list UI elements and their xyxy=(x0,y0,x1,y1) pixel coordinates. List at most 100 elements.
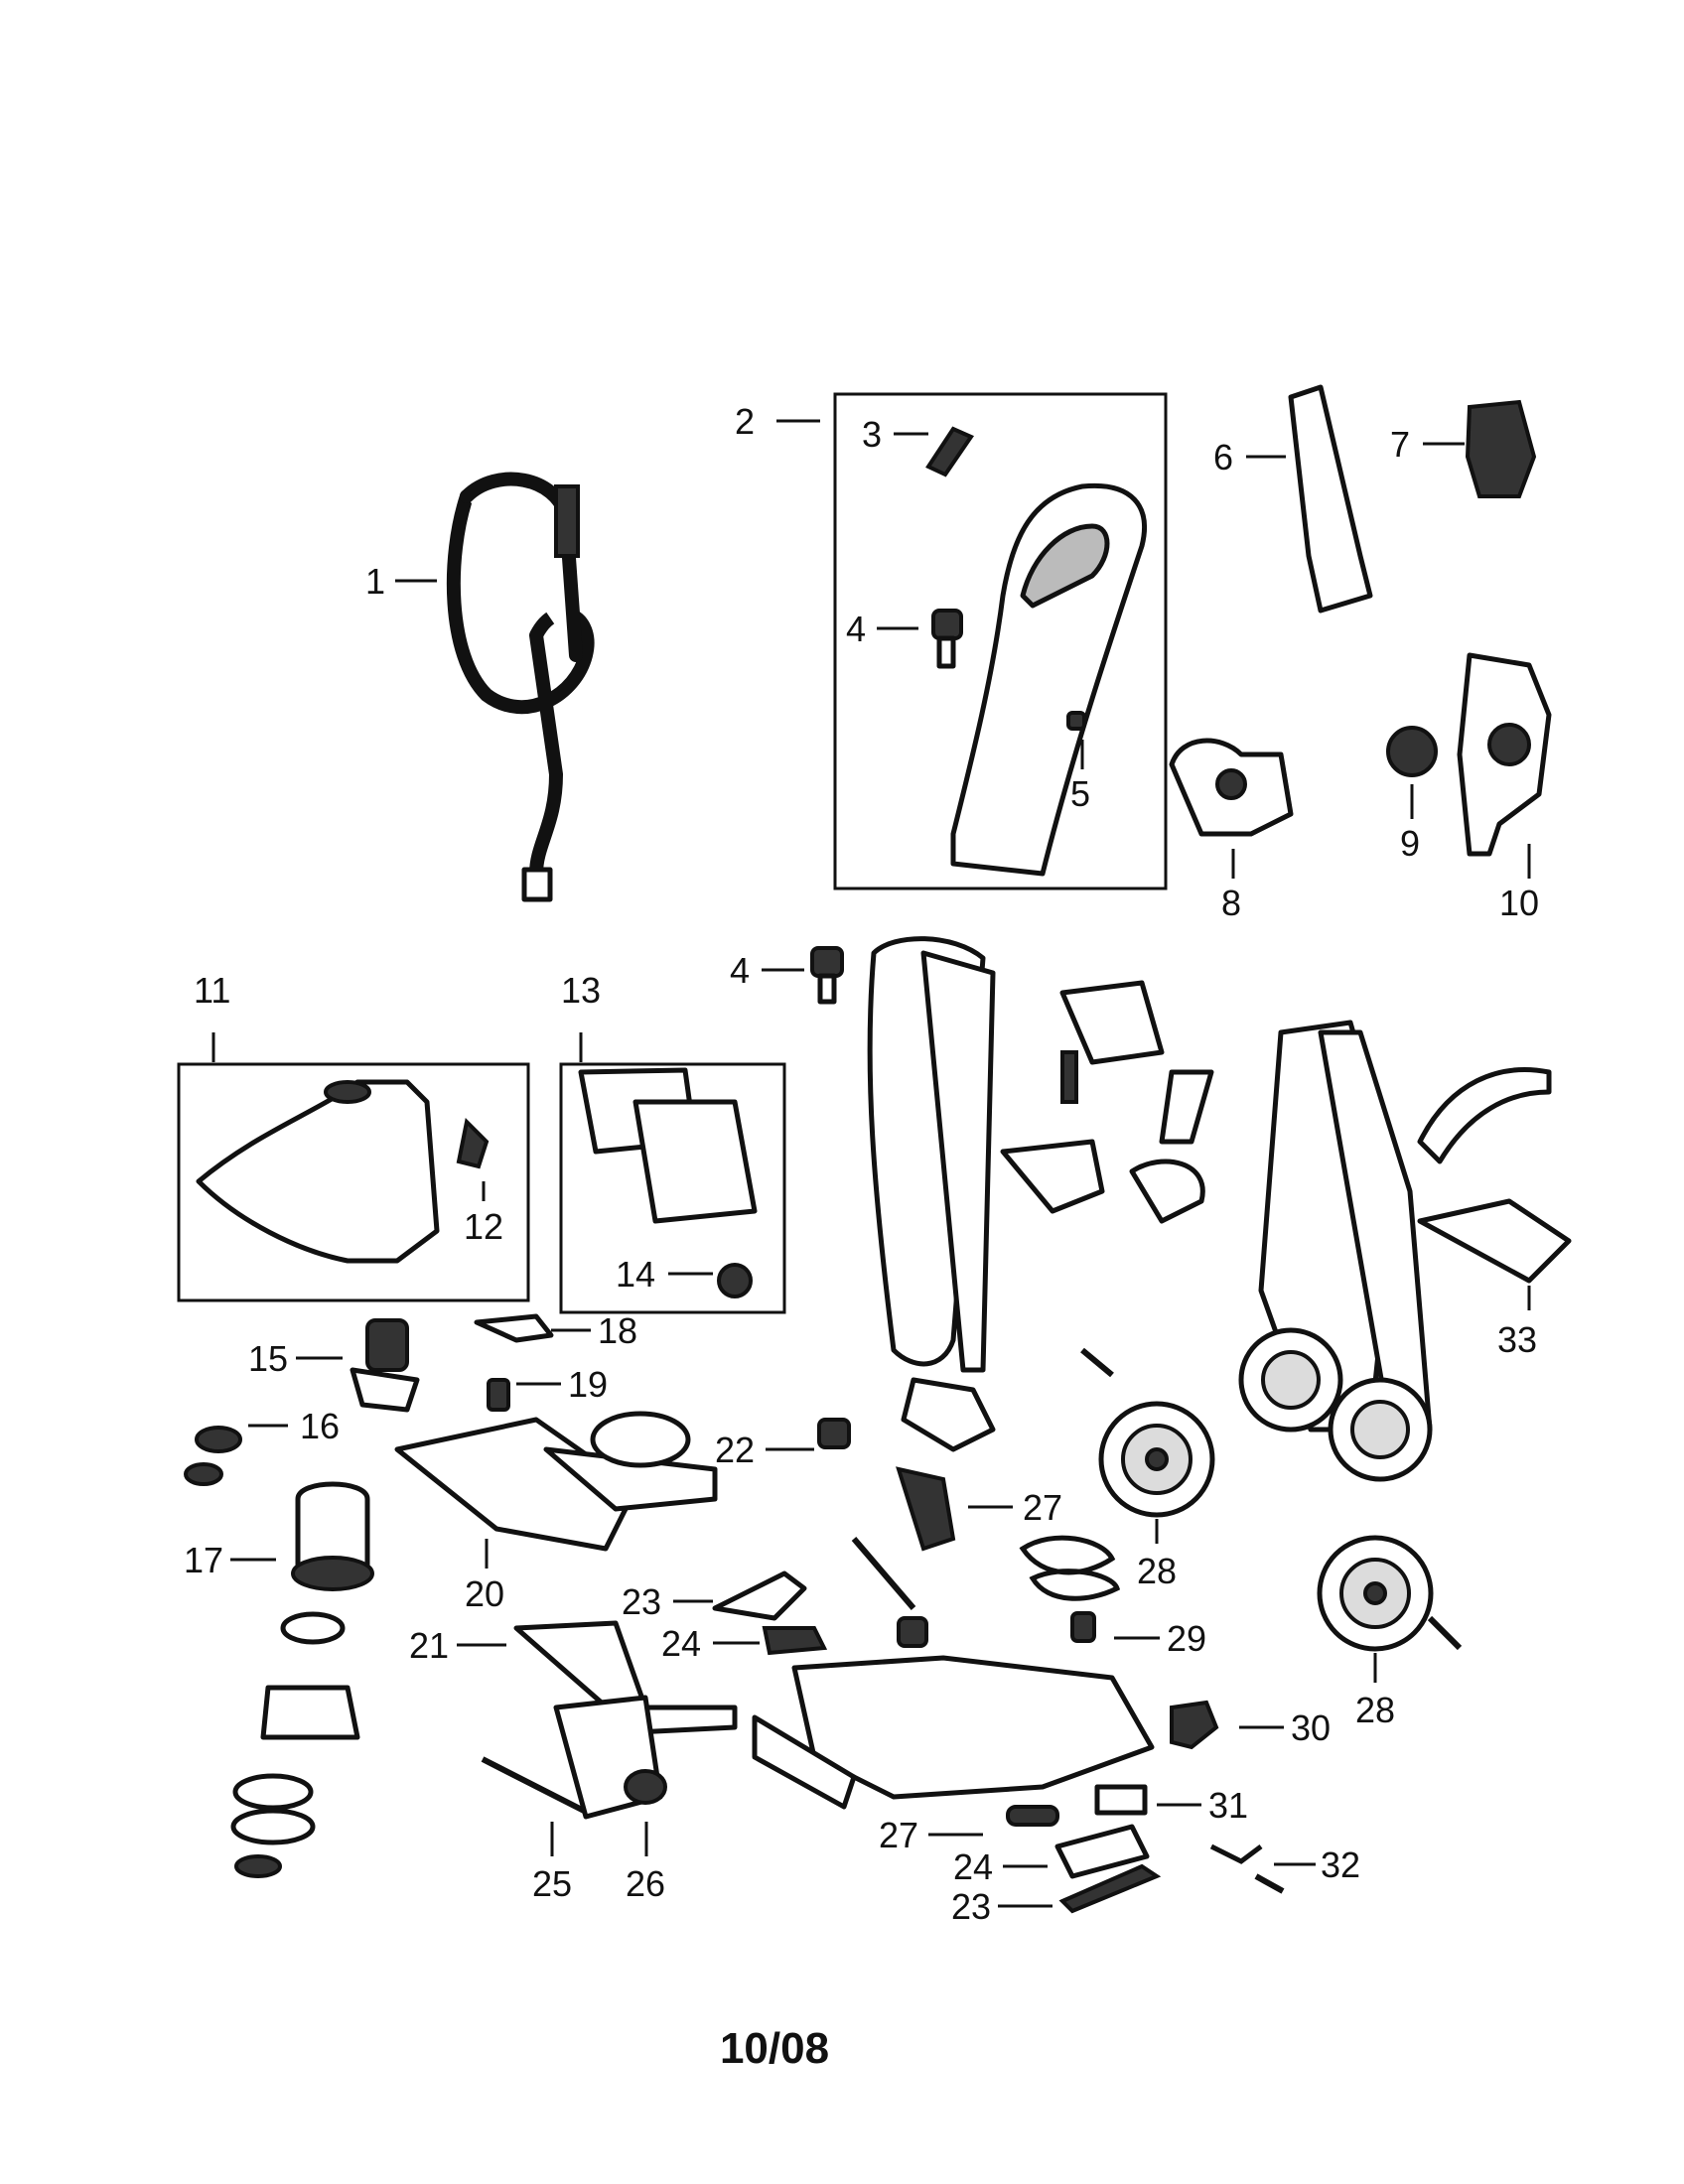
link-arm-part xyxy=(712,1570,807,1621)
callout-14: 14 xyxy=(616,1254,655,1295)
clamp-part xyxy=(1170,1700,1219,1750)
small-clip-part xyxy=(1070,1611,1096,1643)
clip-part xyxy=(925,426,975,478)
wedge-part xyxy=(474,1313,554,1343)
callout-7: 7 xyxy=(1390,424,1410,465)
callout-10: 10 xyxy=(1499,883,1539,923)
motor-cover-part xyxy=(260,1685,360,1740)
callout-4-lower: 4 xyxy=(730,950,750,991)
pin-part xyxy=(1254,1873,1285,1894)
crevice-tool-part xyxy=(1288,384,1373,614)
bushing-part xyxy=(897,1616,928,1648)
callout-22: 22 xyxy=(715,1430,755,1470)
callout-32: 32 xyxy=(1321,1844,1360,1885)
screw-part xyxy=(931,609,963,669)
handle-assembly-box xyxy=(833,392,1168,890)
lower-link-part xyxy=(1054,1824,1150,1879)
roller-part xyxy=(553,1695,667,1820)
spring-pin-part xyxy=(1060,1050,1078,1104)
callout-23: 23 xyxy=(622,1581,661,1622)
callout-20: 20 xyxy=(465,1573,504,1614)
revision-date: 10/08 xyxy=(720,2024,829,2073)
callout-33: 33 xyxy=(1497,1319,1537,1360)
tank-part xyxy=(196,1079,440,1264)
callout-25: 25 xyxy=(532,1863,572,1904)
valve-assembly-part xyxy=(350,1318,420,1413)
callout-19: 19 xyxy=(568,1364,608,1405)
hose-part xyxy=(446,472,595,902)
wheel-part-frame xyxy=(1238,1327,1343,1433)
callout-3: 3 xyxy=(862,414,882,455)
seal-part-2 xyxy=(184,1462,223,1486)
lower-arm-part xyxy=(1058,1863,1162,1914)
bracket-part xyxy=(1059,980,1165,1065)
callout-18: 18 xyxy=(598,1310,637,1351)
frame-part xyxy=(1258,1020,1433,1433)
belt-part-2 xyxy=(1029,1569,1121,1601)
callout-24-lower: 24 xyxy=(953,1846,993,1887)
callout-1: 1 xyxy=(365,561,385,602)
tank-cap-part xyxy=(578,1067,758,1224)
link-block-part xyxy=(762,1626,828,1656)
callout-13: 13 xyxy=(561,970,601,1011)
cap-part xyxy=(234,1854,282,1878)
cap-screw-part xyxy=(487,1378,510,1412)
tank-cap-assembly-box xyxy=(559,1062,786,1314)
motor-part xyxy=(291,1481,374,1591)
hose-connector-part xyxy=(1169,738,1294,837)
upper-handle-part xyxy=(950,482,1147,877)
gear-part xyxy=(817,1418,851,1449)
ring-part xyxy=(232,1773,314,1811)
callout-27: 27 xyxy=(1023,1487,1062,1528)
callout-30: 30 xyxy=(1291,1707,1331,1748)
wheel-part-frame-2 xyxy=(1328,1377,1433,1482)
lower-screw-part xyxy=(810,946,844,1005)
callout-21: 21 xyxy=(409,1625,449,1666)
callout-labels: 1 2 3 4 5 6 7 8 9 10 4 11 12 13 14 15 16… xyxy=(184,401,1539,1927)
spring-part xyxy=(896,1466,956,1552)
callout-15: 15 xyxy=(248,1338,288,1379)
tank-assembly-box xyxy=(177,1062,530,1302)
ring-part-2 xyxy=(230,1808,316,1845)
wheel-part-upper xyxy=(1080,1347,1215,1518)
float-part xyxy=(717,1263,753,1298)
callout-29: 29 xyxy=(1167,1618,1206,1659)
callout-4: 4 xyxy=(846,609,866,649)
callout-11: 11 xyxy=(194,970,230,1011)
base-housing-part xyxy=(752,1655,1155,1810)
belt-part xyxy=(1019,1535,1116,1575)
elbow-hose-part xyxy=(1129,1159,1205,1224)
nut-part xyxy=(1066,711,1086,731)
handle-tube-back-part xyxy=(920,950,996,1373)
brush-motor-part xyxy=(901,1377,996,1452)
latch-part xyxy=(1417,1198,1572,1284)
callout-12: 12 xyxy=(464,1206,503,1247)
callout-24: 24 xyxy=(661,1623,701,1664)
shaft-part xyxy=(851,1537,916,1610)
callout-8: 8 xyxy=(1221,883,1241,923)
callout-9: 9 xyxy=(1400,823,1420,864)
upholstery-tool-part xyxy=(1465,399,1537,498)
spring-clip-part xyxy=(1209,1843,1263,1864)
nozzle-housing-part xyxy=(1457,652,1552,857)
callout-17: 17 xyxy=(184,1540,223,1580)
plate-bracket-part xyxy=(1094,1784,1148,1816)
wheel-part-lower xyxy=(1317,1535,1463,1652)
nozzle-base-part xyxy=(1000,1139,1105,1214)
gasket-ring-part xyxy=(280,1611,346,1645)
callout-16: 16 xyxy=(300,1406,340,1446)
callout-28-lower: 28 xyxy=(1355,1690,1395,1730)
strap-part xyxy=(1417,1067,1552,1164)
callout-23-lower: 23 xyxy=(951,1886,991,1927)
callout-2: 2 xyxy=(735,401,755,442)
seal-part xyxy=(195,1426,242,1453)
callout-6: 6 xyxy=(1213,437,1233,478)
base-plate-part xyxy=(394,1411,718,1552)
rod-part xyxy=(481,1756,590,1816)
lower-belt-part xyxy=(1006,1805,1059,1827)
valve-cap-part xyxy=(1159,1069,1214,1145)
callout-5: 5 xyxy=(1070,773,1090,814)
callout-31: 31 xyxy=(1208,1785,1248,1826)
